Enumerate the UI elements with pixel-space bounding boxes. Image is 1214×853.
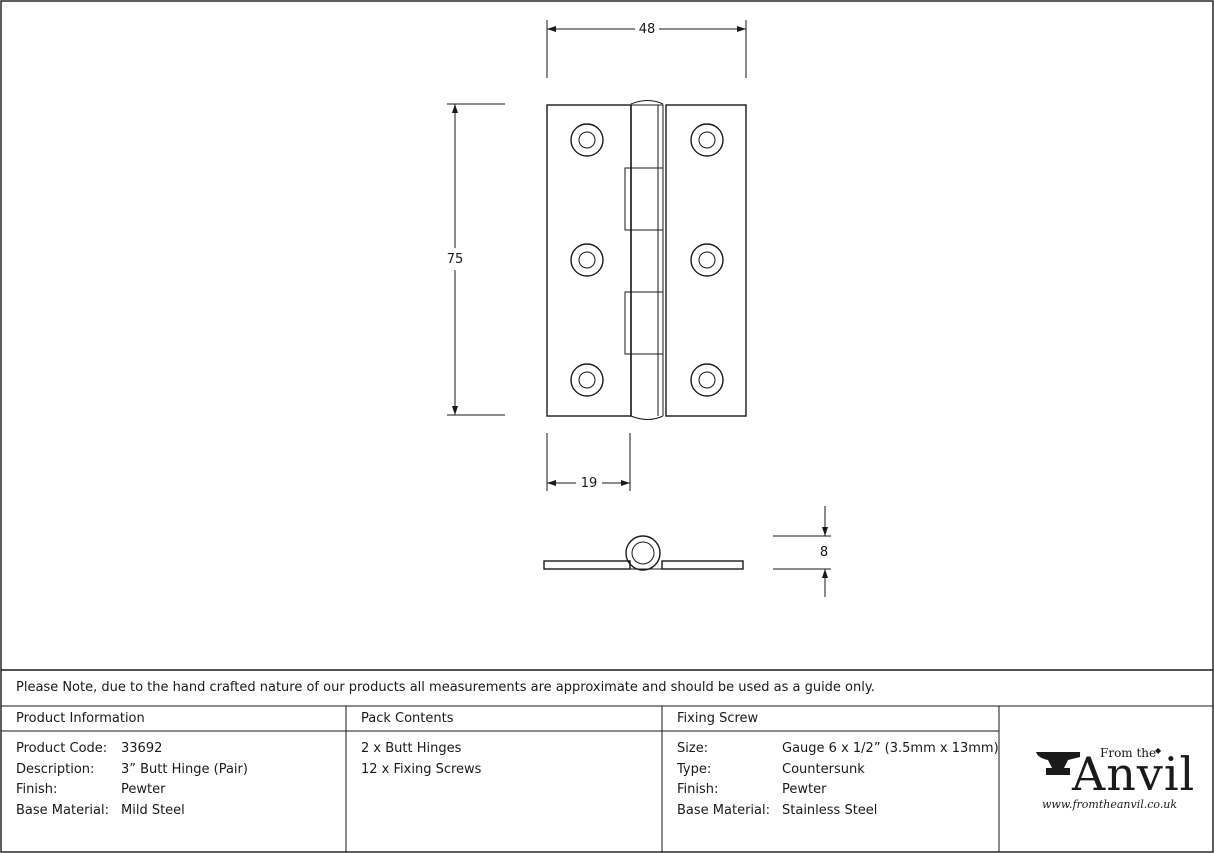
logo-from-the: From the bbox=[1100, 746, 1157, 760]
dim-thickness-label: 8 bbox=[820, 545, 828, 560]
screw-type-value: Countersunk bbox=[782, 762, 865, 777]
description-label: Description: bbox=[16, 762, 95, 777]
screw-type-label: Type: bbox=[677, 762, 712, 777]
screw-hole bbox=[570, 243, 604, 277]
product-code-label: Product Code: bbox=[16, 741, 108, 756]
base-material-value: Mild Steel bbox=[121, 803, 185, 818]
screw-hole bbox=[690, 243, 724, 277]
logo-brand: Anvil bbox=[1072, 747, 1196, 801]
logo-url: www.fromtheanvil.co.uk bbox=[1042, 798, 1178, 811]
dimension-thickness: 8 bbox=[773, 506, 831, 597]
screw-size-label: Size: bbox=[677, 741, 709, 756]
disclaimer-note: Please Note, due to the hand crafted nat… bbox=[16, 680, 875, 695]
pack-contents-header: Pack Contents bbox=[361, 711, 454, 726]
dimension-width: 48 bbox=[546, 20, 747, 78]
anvil-icon bbox=[1036, 752, 1080, 775]
dim-width-label: 48 bbox=[639, 22, 656, 37]
screw-material-label: Base Material: bbox=[677, 803, 770, 818]
pack-item: 12 x Fixing Screws bbox=[361, 762, 482, 777]
screw-finish-label: Finish: bbox=[677, 782, 719, 797]
screw-hole bbox=[690, 363, 724, 397]
description-value: 3” Butt Hinge (Pair) bbox=[121, 762, 248, 777]
dim-height-label: 75 bbox=[447, 252, 464, 267]
dimension-height: 75 bbox=[447, 103, 505, 416]
dim-leaf-label: 19 bbox=[581, 476, 598, 491]
screw-material-value: Stainless Steel bbox=[782, 803, 878, 818]
hinge-end-view bbox=[543, 535, 744, 571]
fixing-screw-header: Fixing Screw bbox=[677, 711, 759, 726]
screw-size-value: Gauge 6 x 1/2” (3.5mm x 13mm) bbox=[782, 741, 999, 756]
pack-item: 2 x Butt Hinges bbox=[361, 741, 462, 756]
screw-finish-value: Pewter bbox=[782, 782, 827, 797]
product-info-header: Product Information bbox=[16, 711, 145, 726]
finish-value: Pewter bbox=[121, 782, 166, 797]
brand-logo: From the ◆ Anvil www.fromtheanvil.co.uk bbox=[1030, 742, 1200, 822]
screw-hole bbox=[690, 123, 724, 157]
product-code-value: 33692 bbox=[121, 741, 163, 756]
base-material-label: Base Material: bbox=[16, 803, 109, 818]
finish-label: Finish: bbox=[16, 782, 58, 797]
dimension-leaf: 19 bbox=[546, 433, 631, 491]
screw-hole bbox=[570, 123, 604, 157]
diamond-icon: ◆ bbox=[1155, 746, 1162, 755]
hinge-front-view bbox=[546, 100, 747, 420]
screw-hole bbox=[570, 363, 604, 397]
